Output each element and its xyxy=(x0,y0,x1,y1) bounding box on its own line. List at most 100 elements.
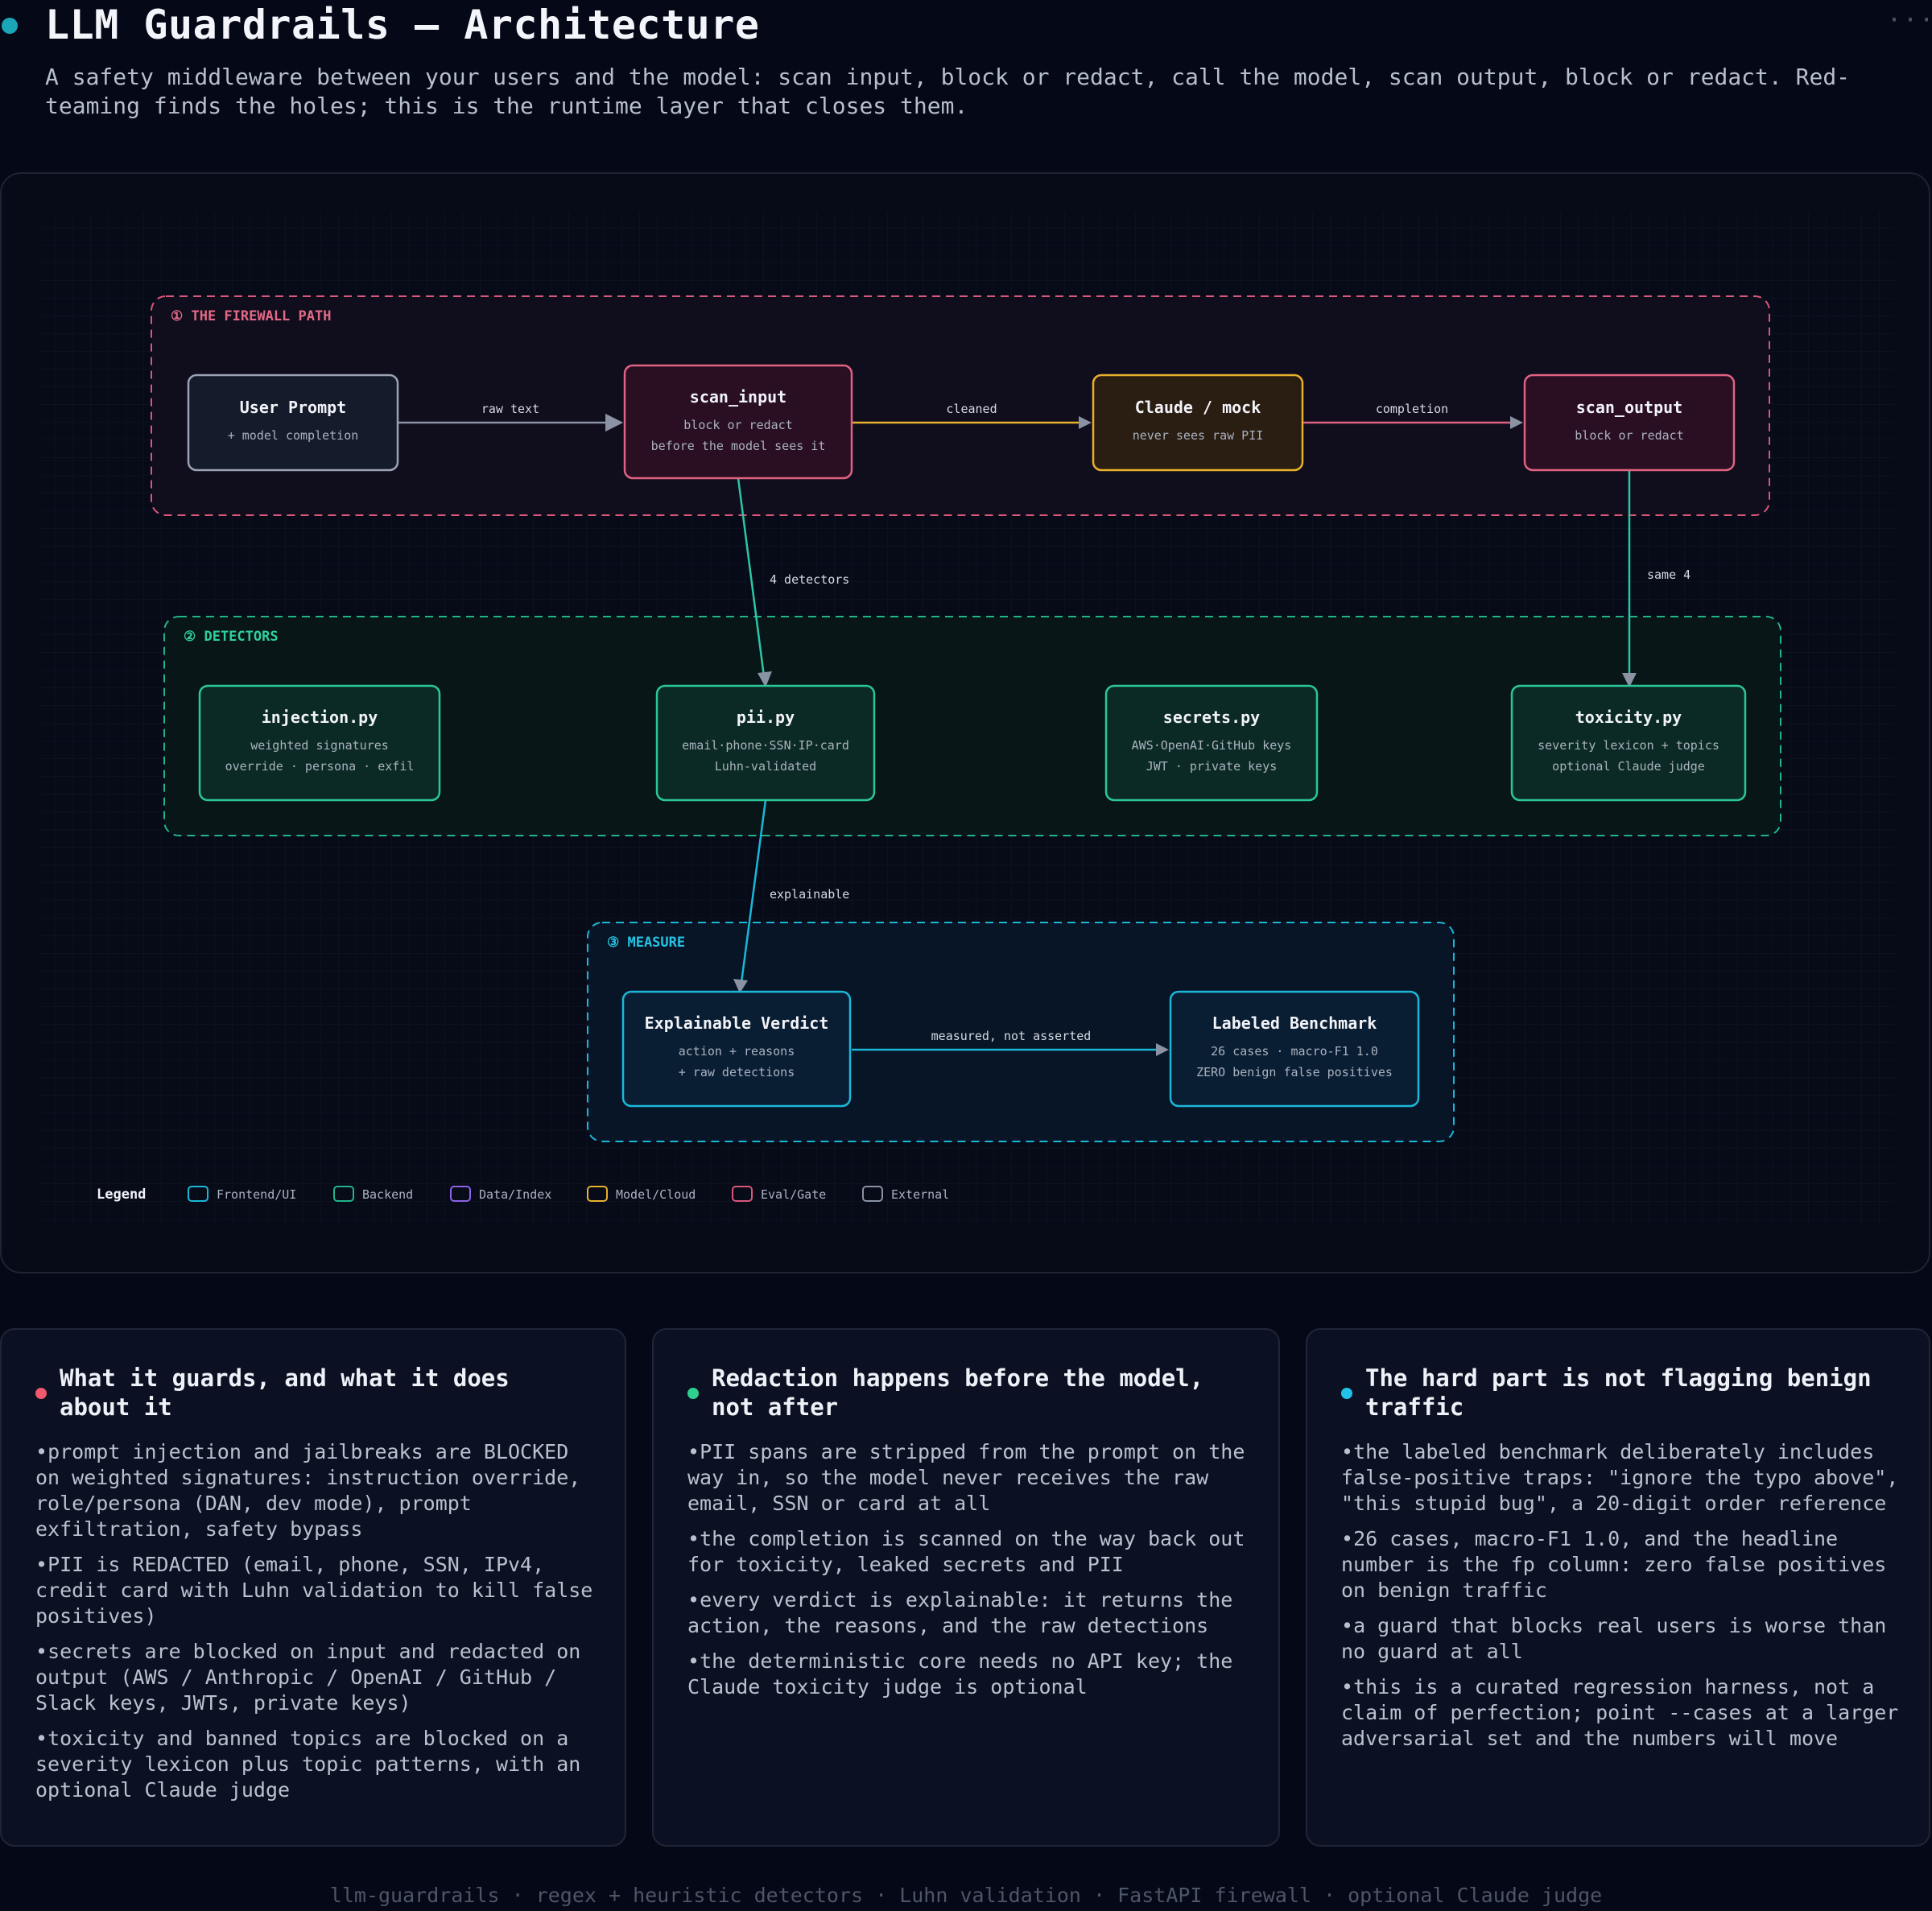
group-firewall: ① THE FIREWALL PATH xyxy=(151,295,1770,516)
legend-label: Frontend/UI xyxy=(217,1187,296,1202)
legend-label: Backend xyxy=(362,1187,413,1202)
node-detail: severity lexicon + topics xyxy=(1538,738,1719,753)
legend-swatch xyxy=(188,1186,208,1202)
architecture-diagram: ① THE FIREWALL PATH ② DETECTORS ③ MEASUR… xyxy=(40,213,1895,1224)
node-detail: optional Claude judge xyxy=(1552,759,1705,774)
node-title: Labeled Benchmark xyxy=(1212,1013,1377,1033)
node-detail: ZERO benign false positives xyxy=(1196,1065,1393,1079)
card-what-it-guards: What it guards, and what it does about i… xyxy=(0,1328,626,1847)
node-secrets[interactable]: secrets.py AWS·OpenAI·GitHub keys JWT · … xyxy=(1104,684,1319,802)
edge-label-cleaned: cleaned xyxy=(946,402,997,416)
list-item: toxicity and banned topics are blocked o… xyxy=(35,1726,596,1803)
node-detail: block or redact xyxy=(683,418,792,432)
edge-raw-text: raw text xyxy=(398,402,624,432)
page-title: LLM Guardrails — Architecture xyxy=(45,2,760,48)
edge-four-detectors: 4 detectors xyxy=(737,477,849,687)
architecture-diagram-panel: ① THE FIREWALL PATH ② DETECTORS ③ MEASUR… xyxy=(0,172,1930,1273)
card-title: The hard part is not flagging benign tra… xyxy=(1365,1364,1872,1421)
node-detail: block or redact xyxy=(1575,428,1683,443)
list-item: this is a curated regression harness, no… xyxy=(1341,1674,1900,1752)
list-item: a guard that blocks real users is worse … xyxy=(1341,1613,1900,1665)
page-header: LLM Guardrails — Architecture ··· A safe… xyxy=(0,0,1932,161)
edge-completion: completion xyxy=(1302,402,1523,429)
footer: llm-guardrails · regex + heuristic detec… xyxy=(329,1884,1603,1907)
group-label-firewall: ① THE FIREWALL PATH xyxy=(171,308,331,324)
node-claude[interactable]: Claude / mock never sees raw PII xyxy=(1092,374,1304,472)
legend-title: Legend xyxy=(97,1187,146,1203)
node-detail: override · persona · exfil xyxy=(225,759,415,774)
edge-label-explainable: explainable xyxy=(770,887,849,902)
list-item: the completion is scanned on the way bac… xyxy=(687,1526,1249,1578)
legend-label: Eval/Gate xyxy=(761,1187,826,1202)
group-label-detectors: ② DETECTORS xyxy=(184,629,279,645)
node-title: Explainable Verdict xyxy=(645,1013,829,1033)
node-title: injection.py xyxy=(262,708,378,727)
list-item: PII spans are stripped from the prompt o… xyxy=(687,1439,1249,1517)
list-item: PII is REDACTED (email, phone, SSN, IPv4… xyxy=(35,1552,596,1629)
node-verdict[interactable]: Explainable Verdict action + reasons + r… xyxy=(621,990,852,1108)
list-item: the deterministic core needs no API key;… xyxy=(687,1649,1249,1700)
node-user-prompt[interactable]: User Prompt + model completion xyxy=(187,374,399,472)
edge-cleaned: cleaned xyxy=(852,402,1092,429)
legend-swatch xyxy=(862,1186,883,1202)
list-item: the labeled benchmark deliberately inclu… xyxy=(1341,1439,1900,1517)
list-item: prompt injection and jailbreaks are BLOC… xyxy=(35,1439,596,1542)
node-title: scan_input xyxy=(690,387,786,407)
node-detail: never sees raw PII xyxy=(1133,428,1264,443)
node-detail: JWT · private keys xyxy=(1146,759,1278,774)
node-title: Claude / mock xyxy=(1135,398,1261,417)
node-detail: + raw detections xyxy=(679,1065,795,1079)
node-title: secrets.py xyxy=(1163,708,1260,727)
node-detail: email·phone·SSN·IP·card xyxy=(682,738,849,753)
node-detail: action + reasons xyxy=(679,1044,795,1059)
edge-label-measured: measured, not asserted xyxy=(931,1029,1092,1043)
card-dot xyxy=(1341,1388,1352,1399)
card-list: PII spans are stripped from the prompt o… xyxy=(687,1439,1249,1710)
list-item: secrets are blocked on input and redacte… xyxy=(35,1639,596,1716)
node-detail: Luhn-validated xyxy=(715,759,816,774)
group-detectors: ② DETECTORS xyxy=(163,616,1781,836)
edge-label-same-four: same 4 xyxy=(1647,568,1690,582)
edge-same-four: same 4 xyxy=(1622,470,1690,687)
node-pii[interactable]: pii.py email·phone·SSN·IP·card Luhn-vali… xyxy=(655,684,876,802)
legend-swatch xyxy=(450,1186,471,1202)
list-item: 26 cases, macro-F1 1.0, and the headline… xyxy=(1341,1526,1900,1604)
card-title: What it guards, and what it does about i… xyxy=(60,1364,510,1421)
legend-swatch xyxy=(333,1186,354,1202)
card-dot xyxy=(35,1388,47,1399)
edge-explainable: explainable xyxy=(733,799,849,993)
node-benchmark[interactable]: Labeled Benchmark 26 cases · macro-F1 1.… xyxy=(1169,990,1420,1108)
page-subtitle: A safety middleware between your users a… xyxy=(45,64,1851,119)
legend-swatch xyxy=(732,1186,753,1202)
more-horizontal-icon[interactable]: ··· xyxy=(1887,6,1932,35)
node-detail: + model completion xyxy=(228,428,359,443)
node-detail: before the model sees it xyxy=(651,439,826,453)
node-injection[interactable]: injection.py weighted signatures overrid… xyxy=(198,684,441,802)
edge-label-completion: completion xyxy=(1376,402,1448,416)
node-scan-input[interactable]: scan_input block or redact before the mo… xyxy=(623,364,853,480)
list-item: every verdict is explainable: it returns… xyxy=(687,1587,1249,1639)
legend-label: Model/Cloud xyxy=(616,1187,696,1202)
node-detail: weighted signatures xyxy=(250,738,389,753)
card-list: prompt injection and jailbreaks are BLOC… xyxy=(35,1439,596,1813)
card-list: the labeled benchmark deliberately inclu… xyxy=(1341,1439,1900,1761)
legend-swatch xyxy=(587,1186,608,1202)
legend-label: Data/Index xyxy=(479,1187,551,1202)
node-scan-output[interactable]: scan_output block or redact xyxy=(1523,374,1736,472)
node-title: User Prompt xyxy=(240,398,346,417)
node-toxicity[interactable]: toxicity.py severity lexicon + topics op… xyxy=(1510,684,1747,802)
legend: Legend Frontend/UI Backend Data/Index Model… xyxy=(97,1186,949,1203)
edge-label-raw-text: raw text xyxy=(481,402,539,416)
node-detail: AWS·OpenAI·GitHub keys xyxy=(1132,738,1292,753)
node-title: toxicity.py xyxy=(1575,708,1682,727)
card-redaction: Redaction happens before the model, not … xyxy=(652,1328,1280,1847)
node-title: scan_output xyxy=(1576,398,1682,417)
card-hard-part: The hard part is not flagging benign tra… xyxy=(1306,1328,1930,1847)
node-title: pii.py xyxy=(737,708,795,727)
node-detail: 26 cases · macro-F1 1.0 xyxy=(1211,1044,1378,1059)
card-dot xyxy=(687,1388,699,1399)
group-label-measure: ③ MEASURE xyxy=(607,935,685,951)
legend-label: External xyxy=(891,1187,949,1202)
status-dot xyxy=(2,18,18,34)
edge-label-four-detectors: 4 detectors xyxy=(770,572,849,587)
